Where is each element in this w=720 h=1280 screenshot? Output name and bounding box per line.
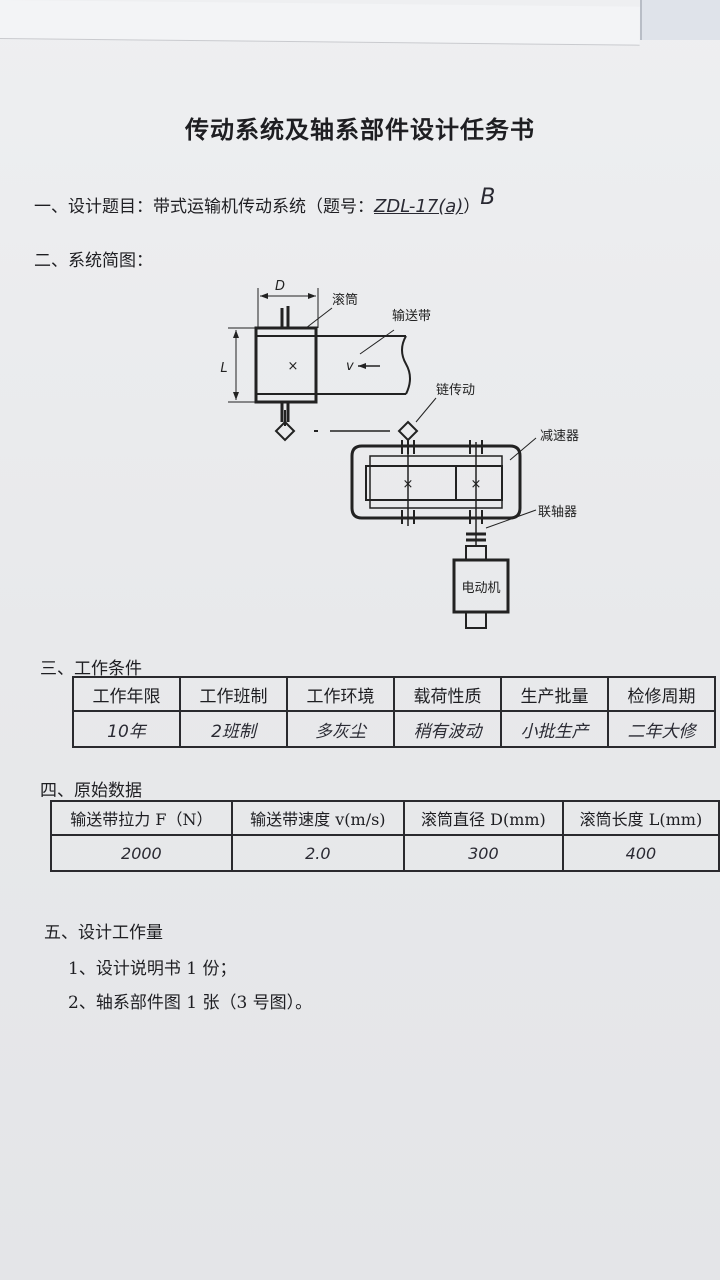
motor-label: 电动机 [461,581,500,596]
table-header-cell: 输送带拉力 F（N） [50,800,233,836]
list-item: 2、轴系部件图 1 张（3 号图）。 [68,993,313,1013]
dim-d-label: D [275,279,285,294]
table-cell: 10年 [72,710,181,748]
section-3-label: 三、工作条件 [40,659,142,679]
background-edge [640,0,720,40]
table-header-cell: 工作班制 [179,676,288,712]
table-cell: 2.0 [230,834,405,872]
section-1: 一、设计题目：带式运输机传动系统（题号：ZDL-17(a)）B [34,185,495,218]
table-header-cell: 工作年限 [72,676,181,712]
table-header-cell: 滚筒直径 D(mm) [402,800,564,836]
gear-shaft-mark-1: × [403,477,414,492]
section-1-label: 一、设计题目： [34,197,153,217]
coupling-label: 联轴器 [538,505,577,520]
table-cell: 300 [402,834,564,872]
handwritten-code: ZDL-17(a) [374,196,464,217]
document-title: 传动系统及轴系部件设计任务书 [185,115,535,144]
table-header-cell: 工作环境 [286,676,395,712]
table-cell: 多灰尘 [286,710,395,748]
gear-shaft-mark-2: × [471,477,482,492]
table-header-cell: 载荷性质 [393,676,502,712]
dim-l-label: L [220,361,227,376]
table-cell: 稍有波动 [393,710,502,748]
system-diagram: D L 滚筒 输送带 v 链传动 减速器 联轴器 电动机 × × × [220,279,579,629]
table-cell: 2000 [50,834,233,872]
section-1-closing: ） [463,197,481,217]
chain-drive-label: 链传动 [436,383,475,398]
table-cell: 小批生产 [500,710,609,748]
section-4-label: 四、原始数据 [40,781,142,801]
reducer-label: 减速器 [540,429,579,444]
table-row: 2000 2.0 300 400 [50,834,720,872]
table-cell: 二年大修 [607,710,716,748]
section-2-label: 二、系统简图： [34,251,153,271]
original-data-table: 输送带拉力 F（N） 输送带速度 v(m/s) 滚筒直径 D(mm) 滚筒长度 … [50,800,720,872]
table-row: 10年 2班制 多灰尘 稍有波动 小批生产 二年大修 [72,710,716,748]
table-header-cell: 输送带速度 v(m/s) [230,800,405,836]
drum-shaft-mark: × [288,359,299,374]
table-header-row: 工作年限 工作班制 工作环境 载荷性质 生产批量 检修周期 [72,676,716,712]
velocity-label: v [346,359,354,374]
working-conditions-table: 工作年限 工作班制 工作环境 载荷性质 生产批量 检修周期 10年 2班制 多灰… [72,676,716,748]
handwritten-mark: B [480,185,496,210]
section-5-label: 五、设计工作量 [44,923,163,943]
belt-label: 输送带 [392,308,431,324]
table-header-row: 输送带拉力 F（N） 输送带速度 v(m/s) 滚筒直径 D(mm) 滚筒长度 … [50,800,720,836]
list-item: 1、设计说明书 1 份； [68,959,237,979]
table-cell: 2班制 [179,710,288,748]
table-header-cell: 生产批量 [500,676,609,712]
table-header-cell: 检修周期 [607,676,716,712]
section-1-text: 带式运输机传动系统（题号： [153,197,374,217]
drum-label: 滚筒 [332,292,358,308]
table-cell: 400 [561,834,720,872]
underlying-sheet-edge [0,0,640,46]
table-header-cell: 滚筒长度 L(mm) [561,800,720,836]
